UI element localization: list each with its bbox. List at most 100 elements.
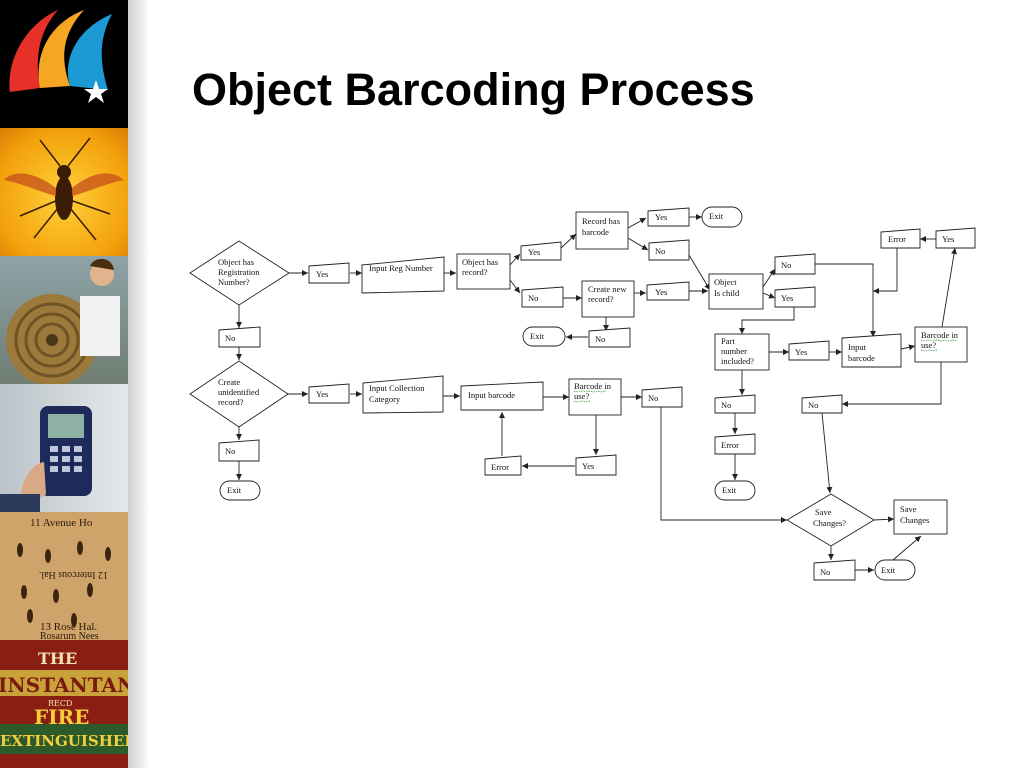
svg-text:No: No (528, 293, 538, 303)
svg-text:Exit: Exit (227, 485, 242, 495)
svg-text:Yes: Yes (781, 293, 793, 303)
svg-text:No: No (595, 334, 605, 344)
svg-text:Create new: Create new (588, 284, 627, 294)
decision-part-number-included: Part number included? (714, 333, 770, 371)
extinguisher-word-3: FIRE (34, 705, 89, 729)
svg-text:No: No (820, 567, 830, 577)
scanner-icon (0, 406, 92, 512)
woven-basket-photo (0, 256, 128, 384)
svg-text:No: No (808, 400, 818, 410)
svg-text:Part: Part (721, 336, 735, 346)
branch-yes-registration: Yes (308, 262, 350, 284)
emblem-logo-graphic (9, 10, 112, 103)
photo-sidebar: 11 Avenue Ho 12 Intercous Hal. 13 Rose H… (0, 0, 128, 768)
terminal-exit-unidentified: Exit (219, 480, 261, 501)
slide-title: Object Barcoding Process (192, 64, 755, 115)
emblem-red-flame (9, 10, 59, 92)
specimen-drawer-icon: 11 Avenue Ho 12 Intercous Hal. 13 Rose H… (0, 512, 128, 640)
svg-text:Exit: Exit (530, 331, 545, 341)
svg-text:use?: use? (921, 340, 936, 350)
decision-object-has-registration-number: Object has Registration Number? (189, 240, 290, 306)
decision-create-unidentified-record: Create unidentified record? (189, 360, 289, 428)
branch-no-has-record: No (521, 286, 564, 308)
svg-text:Registration: Registration (218, 267, 260, 277)
basket-icon (6, 258, 120, 384)
specimen-label-2: 12 Intercous Hal. (39, 569, 108, 580)
insect-icon (4, 137, 124, 241)
svg-text:record?: record? (588, 294, 614, 304)
emblem-blue-flame (67, 14, 112, 90)
emblem-yellow-flame (38, 10, 84, 88)
decision-barcode-in-use-child: Barcode in use? (914, 326, 968, 363)
svg-text:Barcode in: Barcode in (921, 330, 959, 340)
svg-text:Create: Create (218, 377, 240, 387)
svg-text:Input: Input (848, 342, 867, 352)
svg-text:Error: Error (888, 234, 906, 244)
pinned-insect-specimens-photo: 11 Avenue Ho 12 Intercous Hal. 13 Rose H… (0, 512, 128, 640)
insect-in-amber-photo (0, 128, 128, 256)
terminal-exit-part-number: Exit (714, 480, 756, 501)
branch-yes-unidentified: Yes (308, 383, 350, 404)
decision-create-new-record: Create new record? (581, 280, 635, 318)
branch-no-save-changes: No (813, 559, 856, 581)
sidebar-shadow (128, 0, 150, 768)
svg-text:Exit: Exit (881, 565, 896, 575)
extinguisher-word-2: INSTANTAN (0, 673, 128, 697)
svg-text:Object has: Object has (218, 257, 254, 267)
svg-text:Yes: Yes (316, 269, 328, 279)
specimen-label-3: 13 Rose Hal. (40, 621, 97, 633)
extinguisher-word-5: RECD (48, 699, 72, 708)
branch-yes-barcode-in-use-2: Yes (935, 227, 976, 249)
svg-text:No: No (225, 333, 235, 343)
svg-text:barcode: barcode (582, 227, 609, 237)
emblem-logo (0, 0, 128, 128)
branch-no-unidentified: No (218, 439, 260, 462)
svg-text:number: number (721, 346, 747, 356)
status-error-child: Error (880, 228, 921, 249)
svg-text:Changes: Changes (900, 515, 929, 525)
decision-barcode-in-use: Barcode in use? (568, 378, 622, 416)
step-input-collection-category: Input Collection Category (362, 375, 444, 414)
status-error-part-number: Error (714, 433, 756, 455)
svg-text:Exit: Exit (709, 211, 724, 221)
fire-extinguisher-label-photo: THE INSTANTAN RECD FIRE EXTINGUISHER (0, 640, 128, 768)
svg-text:Yes: Yes (655, 212, 667, 222)
svg-text:Input Collection: Input Collection (369, 383, 425, 393)
branch-yes-record-barcode: Yes (647, 207, 690, 227)
decision-save-changes: Save Changes? (786, 493, 875, 547)
step-input-barcode: Input barcode (460, 381, 544, 411)
specimen-label-4: Rosarum Nees (40, 631, 99, 640)
step-input-reg-number: Input Reg Number (361, 256, 445, 294)
svg-text:Number?: Number? (218, 277, 250, 287)
extinguisher-word-4: EXTINGUISHER (0, 732, 128, 750)
svg-text:included?: included? (721, 356, 754, 366)
svg-text:Yes: Yes (942, 234, 954, 244)
flow-connectors (236, 214, 957, 573)
svg-text:Error: Error (491, 462, 509, 472)
specimen-label-1: 11 Avenue Ho (30, 517, 93, 529)
svg-text:Error: Error (721, 440, 739, 450)
terminal-exit-create-new: Exit (522, 326, 566, 347)
svg-text:Record has: Record has (582, 216, 620, 226)
svg-text:No: No (721, 400, 731, 410)
svg-text:Yes: Yes (316, 389, 328, 399)
branch-yes-part-number: Yes (788, 340, 830, 361)
svg-text:Yes: Yes (795, 347, 807, 357)
svg-text:Changes?: Changes? (813, 518, 846, 528)
decision-record-has-barcode: Record has barcode (575, 211, 629, 250)
extinguisher-label-icon: THE INSTANTAN RECD FIRE EXTINGUISHER (0, 640, 128, 768)
svg-text:use?: use? (574, 391, 589, 401)
svg-text:No: No (781, 260, 791, 270)
svg-text:barcode: barcode (848, 353, 875, 363)
branch-no-barcode-in-use-child: No (801, 394, 843, 414)
svg-text:unidentified: unidentified (218, 387, 260, 397)
svg-text:Object: Object (714, 277, 737, 287)
extinguisher-word-1: THE (38, 649, 77, 668)
svg-text:Save: Save (815, 507, 832, 517)
branch-yes-is-child: Yes (774, 286, 816, 308)
terminal-exit-record-barcode: Exit (701, 206, 743, 228)
svg-text:Save: Save (900, 504, 917, 514)
branch-yes-create-new: Yes (646, 281, 690, 301)
svg-text:Input barcode: Input barcode (468, 390, 515, 400)
